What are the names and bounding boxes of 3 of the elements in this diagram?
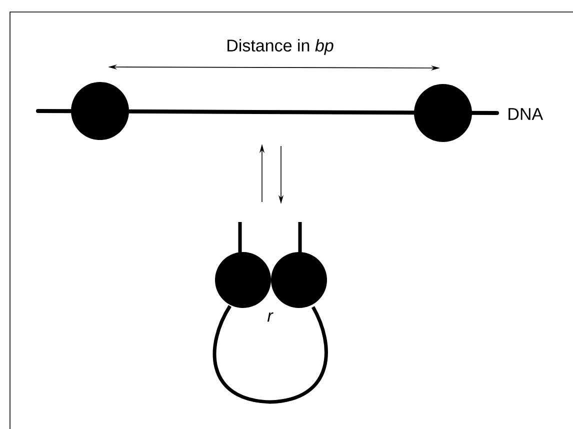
label: Distance in bp xyxy=(228,39,334,55)
label: DNA xyxy=(508,108,544,120)
label: r xyxy=(267,312,274,322)
